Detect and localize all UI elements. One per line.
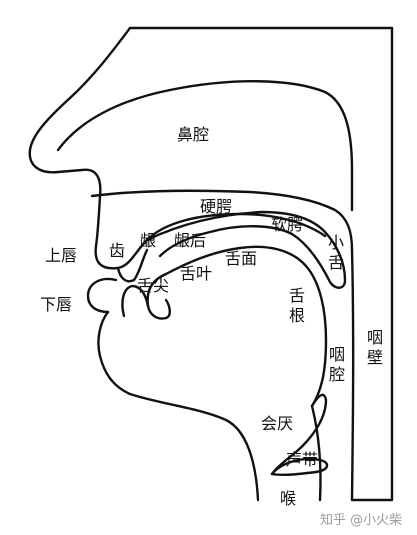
label-pharyngeal-wall: 咽壁 (367, 328, 384, 367)
trachea-line (310, 404, 322, 502)
vocal-cords-shape (270, 457, 329, 477)
tongue-surface (146, 245, 328, 408)
label-hard-palate: 硬腭 (200, 197, 233, 216)
label-epiglottis: 会厌 (261, 414, 294, 433)
label-tongue-blade: 舌叶 (180, 264, 213, 283)
label-upper-lip: 上唇 (45, 246, 78, 265)
watermark: 知乎 @小火柴 (320, 513, 403, 528)
nasopharynx-wall (128, 26, 394, 502)
label-alveolar-ridge: 龈 (140, 231, 157, 250)
label-post-alveolar: 龈后 (174, 231, 207, 250)
lower-lip-contour (86, 277, 118, 314)
label-uvula: 小舌 (328, 233, 345, 272)
label-vocal-cords: 声带 (286, 450, 319, 469)
tongue-tip-underside (146, 298, 171, 320)
upper-teeth (116, 248, 149, 283)
label-lower-lip: 下唇 (40, 295, 73, 314)
label-teeth: 齿 (109, 241, 126, 260)
label-larynx: 喉 (280, 489, 297, 508)
jaw-outline (97, 310, 260, 502)
nasal-passage-curve (56, 80, 354, 212)
label-soft-palate: 软腭 (271, 215, 304, 234)
lower-teeth (121, 284, 150, 318)
label-tongue-body: 舌面 (225, 249, 258, 268)
nasal-floor-line (90, 189, 354, 252)
label-tongue-root: 舌根 (289, 286, 306, 325)
head-profile-outline (28, 26, 327, 270)
label-pharynx: 咽腔 (329, 345, 346, 384)
label-tongue-tip: 舌尖 (137, 276, 170, 295)
palate-line (145, 210, 347, 289)
label-nasal-cavity: 鼻腔 (177, 125, 210, 144)
